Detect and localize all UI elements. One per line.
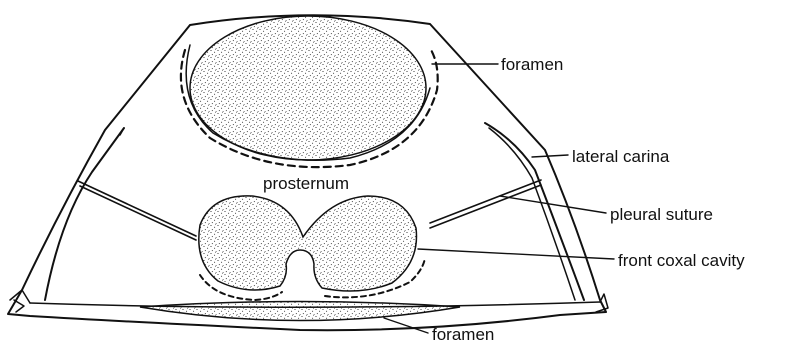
front-coxal-cavity (199, 196, 417, 291)
left-pleural-suture (78, 181, 196, 240)
foramen-top (190, 16, 426, 160)
label-front-coxal-cavity: front coxal cavity (618, 251, 745, 270)
right-pleural-suture (430, 180, 541, 228)
left-lateral-carina (45, 128, 124, 300)
label-foramen-top: foramen (501, 55, 563, 74)
leader-lateral-carina (532, 155, 568, 157)
right-carina-inner (489, 128, 575, 300)
foramen-bottom (140, 302, 460, 321)
label-foramen-bottom: foramen (432, 325, 494, 344)
label-lateral-carina: lateral carina (572, 147, 670, 166)
label-prosternum: prosternum (263, 174, 349, 193)
leader-foramen-bottom (384, 318, 428, 333)
leader-pleural-suture (500, 196, 606, 213)
label-pleural-suture: pleural suture (610, 205, 713, 224)
